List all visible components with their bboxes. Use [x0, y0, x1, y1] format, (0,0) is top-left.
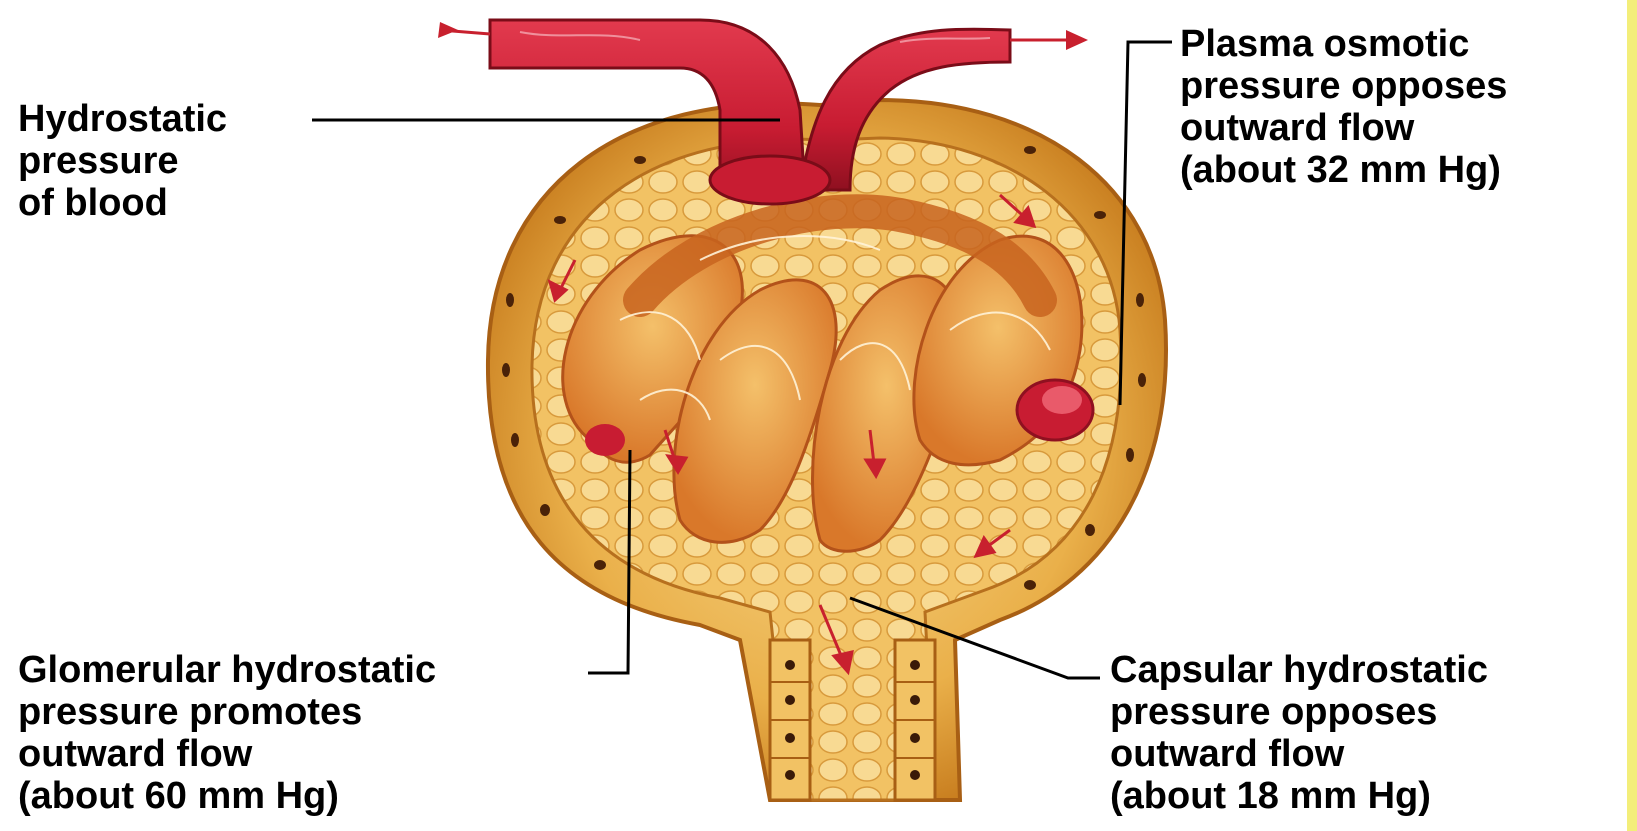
label-line: Plasma osmotic [1180, 23, 1507, 65]
label-line: Capsular hydrostatic [1110, 649, 1488, 691]
plasma-osmotic-pressure-label: Plasma osmotic pressure opposes outward … [1180, 23, 1507, 191]
capsular-hydrostatic-pressure-label: Capsular hydrostatic pressure opposes ou… [1110, 649, 1488, 817]
label-line: of blood [18, 182, 227, 224]
label-line: (about 60 mm Hg) [18, 775, 436, 817]
glomerular-hydrostatic-pressure-label: Glomerular hydrostatic pressure promotes… [18, 649, 436, 817]
label-line: pressure [18, 140, 227, 182]
label-line: (about 32 mm Hg) [1180, 149, 1507, 191]
hydrostatic-blood-pressure-label: Hydrostatic pressure of blood [18, 98, 227, 224]
label-line: outward flow [1180, 107, 1507, 149]
label-line: pressure opposes [1110, 691, 1488, 733]
label-line: outward flow [1110, 733, 1488, 775]
label-line: Glomerular hydrostatic [18, 649, 436, 691]
label-line: Hydrostatic [18, 98, 227, 140]
label-line: (about 18 mm Hg) [1110, 775, 1488, 817]
label-line: outward flow [18, 733, 436, 775]
label-line: pressure promotes [18, 691, 436, 733]
label-line: pressure opposes [1180, 65, 1507, 107]
